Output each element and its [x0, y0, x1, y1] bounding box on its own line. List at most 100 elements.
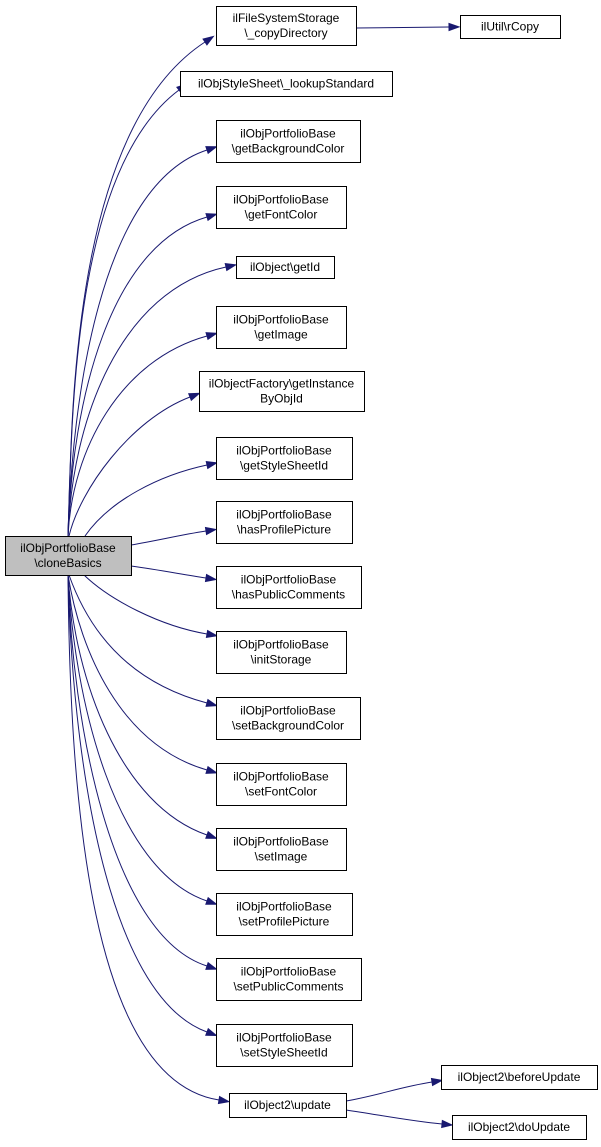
edge-root-to-has-profile-picture — [130, 526, 218, 546]
node-label-line: \initStorage — [251, 653, 312, 667]
node-get-bg-color[interactable]: ilObjPortfolioBase\getBackgroundColor — [216, 120, 361, 163]
node-init-storage[interactable]: ilObjPortfolioBase\initStorage — [216, 631, 347, 674]
node-label-line: \getImage — [254, 328, 308, 342]
node-box — [216, 6, 357, 46]
node-label-line: ilObjPortfolioBase — [233, 193, 329, 207]
node-label-line: ilObject\getId — [250, 260, 320, 274]
function-nodes: ilObjPortfolioBase\cloneBasicsilFileSyst… — [5, 6, 598, 1140]
edge-root-to-get-bg-color — [67, 146, 218, 537]
node-stylesheet-lookup[interactable]: ilObjStyleSheet\_lookupStandard — [180, 71, 393, 97]
node-label-line: \hasProfilePicture — [237, 523, 331, 537]
node-label-line: ilObjPortfolioBase — [233, 770, 329, 784]
node-label-line: ilFileSystemStorage — [233, 11, 340, 25]
node-label-line: ilObject2\doUpdate — [468, 1120, 570, 1134]
edge-root-to-object-get-id — [67, 263, 238, 537]
node-box — [229, 1093, 347, 1118]
node-label-line: \setStyleSheetId — [240, 1046, 327, 1060]
node-label-line: \setFontColor — [245, 785, 317, 799]
edge-root-to-set-profile-picture — [67, 574, 218, 905]
node-box — [5, 536, 132, 576]
node-set-public-comments[interactable]: ilObjPortfolioBase\setPublicComments — [216, 958, 362, 1001]
edge-root-to-object2-update — [67, 574, 231, 1105]
edge-root-to-get-image — [67, 332, 219, 537]
node-label-line: ilObjPortfolioBase — [236, 1031, 332, 1045]
node-box — [216, 631, 347, 674]
node-fs-copy[interactable]: ilFileSystemStorage\_copyDirectory — [216, 6, 357, 46]
node-has-public-comments[interactable]: ilObjPortfolioBase\hasPublicComments — [216, 566, 362, 609]
node-box — [216, 893, 353, 936]
node-label-line: ilObject2\beforeUpdate — [458, 1070, 581, 1084]
node-box — [216, 501, 353, 544]
node-util-rcopy[interactable]: ilUtil\rCopy — [460, 15, 561, 39]
node-label-line: ilObjPortfolioBase — [20, 541, 116, 555]
node-label-line: ilObject2\update — [244, 1098, 331, 1112]
edge-fs-copy-to-util-rcopy — [355, 22, 461, 32]
node-box — [199, 371, 365, 412]
node-label-line: \getBackgroundColor — [232, 142, 345, 156]
node-box — [180, 71, 393, 97]
edge-root-to-fs-copy — [67, 35, 215, 537]
node-set-stylesheet-id[interactable]: ilObjPortfolioBase\setStyleSheetId — [216, 1024, 353, 1067]
node-box — [216, 306, 347, 349]
edge-root-to-init-storage — [83, 574, 219, 639]
edge-root-to-set-stylesheet-id — [67, 574, 218, 1037]
edge-object2-update-to-object2-do-update — [345, 1109, 454, 1129]
node-label-line: ilObjPortfolioBase — [241, 573, 337, 587]
node-box — [216, 763, 347, 806]
node-set-image[interactable]: ilObjPortfolioBase\setImage — [216, 828, 347, 871]
node-box — [236, 256, 335, 279]
node-set-profile-picture[interactable]: ilObjPortfolioBase\setProfilePicture — [216, 893, 353, 936]
call-edges — [67, 22, 461, 1129]
node-get-image[interactable]: ilObjPortfolioBase\getImage — [216, 306, 347, 349]
node-box — [216, 186, 347, 229]
node-object2-before-update[interactable]: ilObject2\beforeUpdate — [441, 1065, 598, 1090]
node-box — [460, 15, 561, 39]
edge-root-to-factory-get-instance — [68, 392, 201, 537]
node-label-line: ilObjStyleSheet\_lookupStandard — [198, 77, 374, 91]
node-label-line: \getFontColor — [245, 208, 318, 222]
node-label-line: \setPublicComments — [233, 980, 343, 994]
node-set-font-color[interactable]: ilObjPortfolioBase\setFontColor — [216, 763, 347, 806]
node-label-line: ilObjPortfolioBase — [241, 965, 337, 979]
node-label-line: ilObjPortfolioBase — [236, 508, 332, 522]
node-label-line: \setImage — [255, 850, 308, 864]
node-box — [216, 828, 347, 871]
node-root[interactable]: ilObjPortfolioBase\cloneBasics — [5, 536, 132, 576]
node-box — [441, 1065, 598, 1090]
node-label-line: ilObjPortfolioBase — [236, 900, 332, 914]
node-get-font-color[interactable]: ilObjPortfolioBase\getFontColor — [216, 186, 347, 229]
edge-object2-update-to-object2-before-update — [345, 1077, 444, 1102]
edge-root-to-set-public-comments — [67, 574, 218, 970]
node-label-line: ilObjPortfolioBase — [233, 638, 329, 652]
edge-root-to-has-public-comments — [130, 565, 218, 583]
node-label-line: ilObjPortfolioBase — [236, 444, 332, 458]
edge-root-to-get-font-color — [67, 213, 219, 537]
node-box — [216, 1024, 353, 1067]
edge-root-to-get-stylesheet-id — [84, 460, 219, 537]
node-object2-update[interactable]: ilObject2\update — [229, 1093, 347, 1118]
node-box — [216, 120, 361, 163]
node-label-line: \hasPublicComments — [232, 588, 345, 602]
node-object2-do-update[interactable]: ilObject2\doUpdate — [452, 1115, 587, 1140]
node-label-line: \setBackgroundColor — [232, 719, 344, 733]
edge-root-to-set-font-color — [67, 574, 219, 774]
edge-root-to-set-image — [67, 574, 218, 839]
edge-root-to-set-bg-color — [68, 574, 219, 707]
node-has-profile-picture[interactable]: ilObjPortfolioBase\hasProfilePicture — [216, 501, 353, 544]
node-set-bg-color[interactable]: ilObjPortfolioBase\setBackgroundColor — [216, 697, 361, 740]
node-label-line: \cloneBasics — [34, 556, 101, 570]
node-object-get-id[interactable]: ilObject\getId — [236, 256, 335, 279]
node-label-line: ilObjPortfolioBase — [233, 313, 329, 327]
node-label-line: ilObjPortfolioBase — [240, 704, 336, 718]
node-box — [216, 437, 353, 480]
node-box — [452, 1115, 587, 1140]
node-get-stylesheet-id[interactable]: ilObjPortfolioBase\getStyleSheetId — [216, 437, 353, 480]
node-label-line: \setProfilePicture — [239, 915, 330, 929]
node-label-line: ilObjPortfolioBase — [233, 835, 329, 849]
node-label-line: \_copyDirectory — [244, 26, 327, 40]
node-label-line: ByObjId — [260, 392, 303, 406]
node-box — [216, 958, 362, 1001]
node-box — [216, 566, 362, 609]
